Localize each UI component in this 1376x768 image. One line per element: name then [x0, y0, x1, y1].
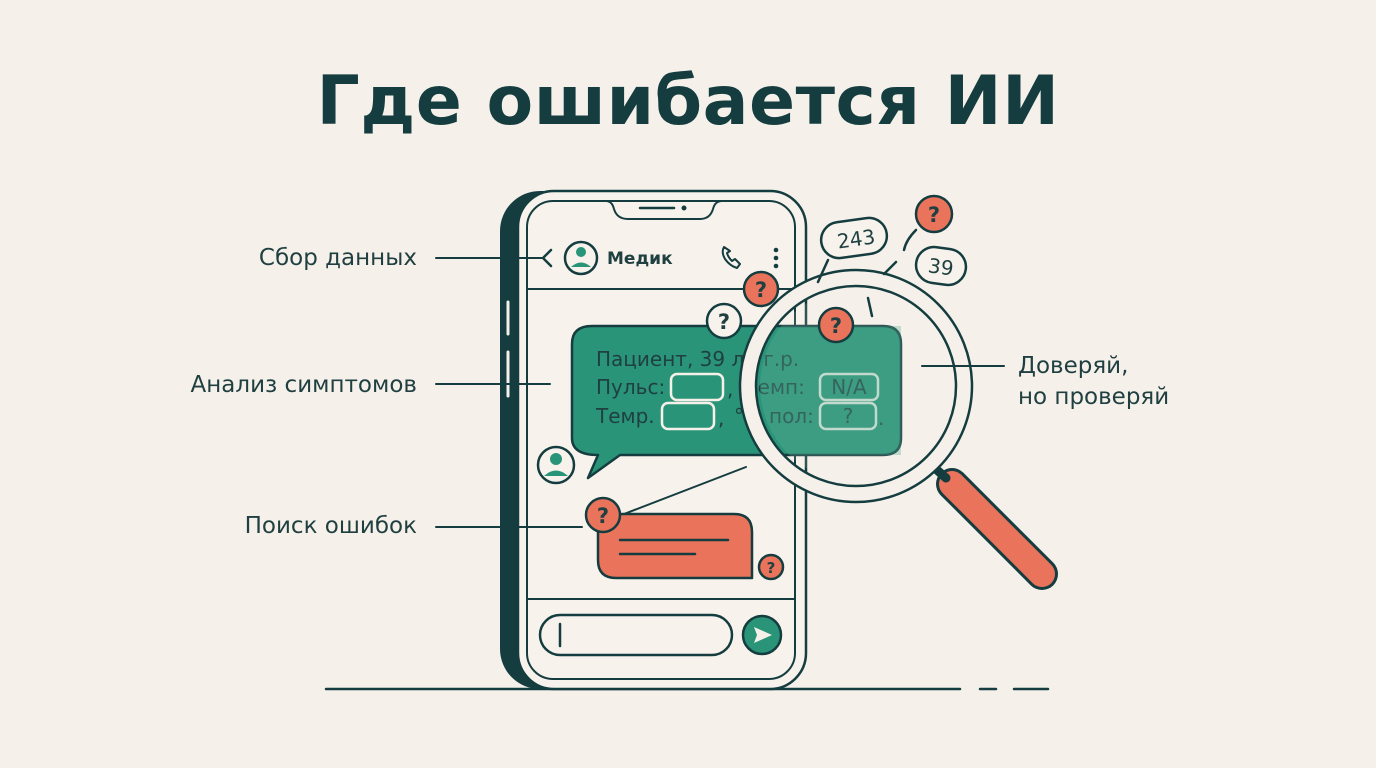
phone-camera: [681, 205, 687, 211]
contact-avatar-icon: [563, 240, 599, 276]
sex-field: [818, 401, 878, 431]
question-badge-icon: ?: [914, 194, 954, 234]
label-symptom-analysis: Анализ симптомов: [191, 372, 418, 398]
pulse-label: Пульс:: [596, 375, 665, 399]
sender-avatar-icon: [536, 445, 576, 485]
question-badge-icon: ?: [705, 302, 743, 340]
label-trust-line1: Доверяй,: [1018, 353, 1128, 379]
svg-text:.: .: [878, 406, 884, 430]
question-badge-icon: ?: [742, 270, 780, 308]
page-title: Где ошибается ИИ: [316, 62, 1060, 141]
question-badge-icon: ?: [757, 553, 785, 581]
question-badge-icon: ?: [584, 496, 622, 534]
svg-text:?: ?: [597, 504, 609, 528]
svg-text:243: 243: [836, 224, 877, 253]
sex-unknown: ?: [843, 404, 854, 428]
na-value: N/A: [831, 375, 867, 399]
magnifier-lens: [760, 290, 952, 482]
phone-call-icon[interactable]: [721, 246, 741, 269]
svg-text:?: ?: [767, 559, 776, 577]
svg-text:?: ?: [830, 314, 842, 338]
question-badge-icon: ?: [817, 306, 855, 344]
label-data-collection: Сбор данных: [259, 245, 417, 271]
svg-text:?: ?: [928, 203, 940, 227]
value-bubble-243: 243: [819, 216, 889, 260]
svg-text:?: ?: [755, 278, 767, 302]
pulse-field: [669, 372, 725, 402]
message-input[interactable]: [538, 613, 734, 657]
reply-bubble: [596, 512, 754, 580]
svg-text:39: 39: [927, 253, 956, 280]
magnifier-icon: [738, 268, 1058, 590]
contact-name: Медик: [607, 249, 673, 269]
na-field: [818, 372, 880, 402]
send-icon[interactable]: [741, 614, 783, 656]
temp-label: Темр.: [595, 404, 655, 428]
callout-lines: [435, 257, 1005, 528]
sex-label: пол:: [769, 404, 814, 428]
message-line1: Пациент, 39 л., г.р.: [596, 347, 799, 371]
value-bubble-39: 39: [914, 245, 968, 287]
label-trust-line2: но проверяй: [1018, 384, 1169, 410]
motion-strokes: [816, 228, 918, 318]
svg-text:,: ,: [727, 377, 733, 401]
temp-field: [660, 401, 716, 431]
svg-text:?: ?: [718, 310, 730, 334]
more-vert-icon[interactable]: [773, 247, 779, 269]
svg-text:,: ,: [718, 406, 724, 430]
label-error-search: Поиск ошибок: [245, 513, 417, 539]
phone-notch: [596, 200, 730, 220]
